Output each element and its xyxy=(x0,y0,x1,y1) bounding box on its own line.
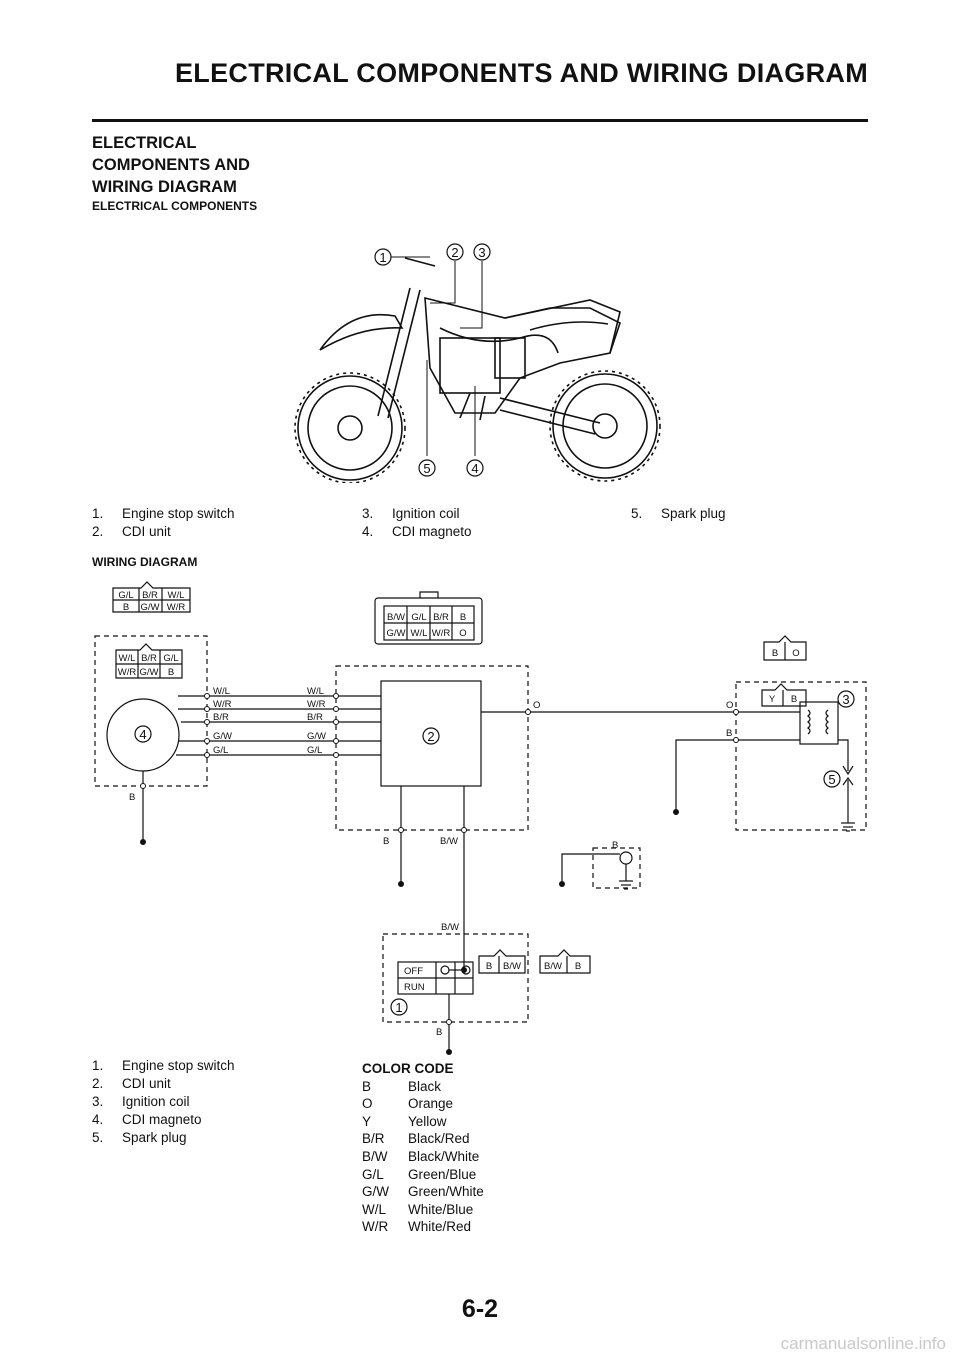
legend-item: 4.CDI magneto xyxy=(92,1112,202,1127)
conn-label: B xyxy=(486,961,492,972)
components-heading: ELECTRICAL COMPONENTS xyxy=(92,199,258,213)
components-legend-col3: 5.Spark plug xyxy=(631,505,726,523)
wd-callout-3: 3 xyxy=(842,692,849,707)
callout-3: 3 xyxy=(478,245,485,260)
callout-4: 4 xyxy=(471,461,478,476)
section-title: ELECTRICAL COMPONENTS AND WIRING DIAGRAM xyxy=(92,132,352,198)
conn-label: W/R xyxy=(432,628,451,639)
legend-item: 5.Spark plug xyxy=(631,506,726,521)
legend-item: 5.Spark plug xyxy=(92,1130,187,1145)
conn-label: B/R xyxy=(433,612,449,623)
section-title-line: COMPONENTS AND xyxy=(92,156,250,174)
wd-callout-1: 1 xyxy=(395,1000,402,1015)
wire-label: B/W xyxy=(441,922,459,933)
wire-label: B xyxy=(726,728,732,739)
conn-label: O xyxy=(792,648,799,659)
wire-label: G/L xyxy=(307,745,322,756)
page-header-title: ELECTRICAL COMPONENTS AND WIRING DIAGRAM xyxy=(175,58,868,88)
conn-label: G/L xyxy=(118,590,133,601)
conn-label: G/L xyxy=(411,612,426,623)
conn-label: B xyxy=(123,602,129,613)
conn-label: G/W xyxy=(141,602,160,613)
motorcycle-illustration: 1 2 3 5 4 xyxy=(294,243,661,483)
conn-label: B xyxy=(791,694,797,705)
legend-item: 3.Ignition coil xyxy=(362,506,460,521)
conn-label: B xyxy=(168,667,174,678)
callout-2: 2 xyxy=(451,245,458,260)
conn-label: G/W xyxy=(387,628,406,639)
conn-label: W/L xyxy=(411,628,428,639)
conn-label: G/L xyxy=(163,653,178,664)
legend-item: 1.Engine stop switch xyxy=(92,506,235,521)
conn-label: W/R xyxy=(167,602,186,613)
switch-run: RUN xyxy=(404,982,425,993)
wire-label: W/L xyxy=(213,686,230,697)
components-legend-col1: 1.Engine stop switch 2.CDI unit xyxy=(92,505,235,541)
wire-label: B/R xyxy=(307,712,323,723)
page-number: 6-2 xyxy=(461,1295,499,1323)
wire-label: G/W xyxy=(307,731,326,742)
color-code-title: COLOR CODE xyxy=(362,1061,454,1076)
wire-label: W/R xyxy=(213,699,232,710)
wire-label: B/W xyxy=(440,836,458,847)
watermark: carmanualsonline.info xyxy=(780,1334,946,1353)
conn-label: B xyxy=(460,612,466,623)
wire-label: O xyxy=(726,700,733,711)
section-title-line: WIRING DIAGRAM xyxy=(92,178,237,196)
conn-label: W/L xyxy=(168,590,185,601)
legend-item: 2.CDI unit xyxy=(92,1076,171,1091)
conn-label: O xyxy=(459,628,466,639)
conn-label: W/L xyxy=(119,653,136,664)
wire-label: O xyxy=(533,700,540,711)
legend-item: 1.Engine stop switch xyxy=(92,1058,235,1073)
wire-label: B xyxy=(612,840,618,851)
wiring-heading: WIRING DIAGRAM xyxy=(92,555,198,569)
header-rule xyxy=(92,119,868,122)
conn-label: B xyxy=(772,648,778,659)
wire-label: W/L xyxy=(307,686,324,697)
conn-label: B/R xyxy=(142,590,158,601)
wd-callout-5: 5 xyxy=(828,772,835,787)
conn-label: Y xyxy=(769,694,776,705)
callout-5: 5 xyxy=(423,461,430,476)
legend-item: 3.Ignition coil xyxy=(92,1094,190,1109)
wd-callout-4: 4 xyxy=(139,727,146,742)
wire-label: B xyxy=(436,1027,442,1038)
conn-label: B/W xyxy=(544,961,562,972)
wire-label: G/L xyxy=(213,745,228,756)
conn-label: W/R xyxy=(118,667,137,678)
wiring-diagram: 4 2 3 5 1 G/L B/R W/L B G/W W/R W/L B/R … xyxy=(94,581,867,1055)
switch-off: OFF xyxy=(404,966,423,977)
rear-tire xyxy=(552,373,658,479)
legend-item: 2.CDI unit xyxy=(92,524,171,539)
wire-label: G/W xyxy=(213,731,232,742)
legend-item: 4.CDI magneto xyxy=(362,524,472,539)
components-legend-col2: 3.Ignition coil 4.CDI magneto xyxy=(362,505,472,541)
callout-1: 1 xyxy=(379,250,386,265)
wire-label: B/R xyxy=(213,712,229,723)
wd-callout-2: 2 xyxy=(427,729,434,744)
wire-label: B xyxy=(383,836,389,847)
conn-label: B/W xyxy=(503,961,521,972)
section-title-line: ELECTRICAL xyxy=(92,134,197,152)
conn-label: B/R xyxy=(141,653,157,664)
conn-label: G/W xyxy=(140,667,159,678)
wire-label: B xyxy=(129,792,135,803)
wire-label: W/R xyxy=(307,699,326,710)
conn-label: B/W xyxy=(387,612,405,623)
front-tire xyxy=(297,375,403,481)
conn-label: B xyxy=(575,961,581,972)
wiring-legend: 1.Engine stop switch 2.CDI unit 3.Igniti… xyxy=(92,1057,235,1147)
